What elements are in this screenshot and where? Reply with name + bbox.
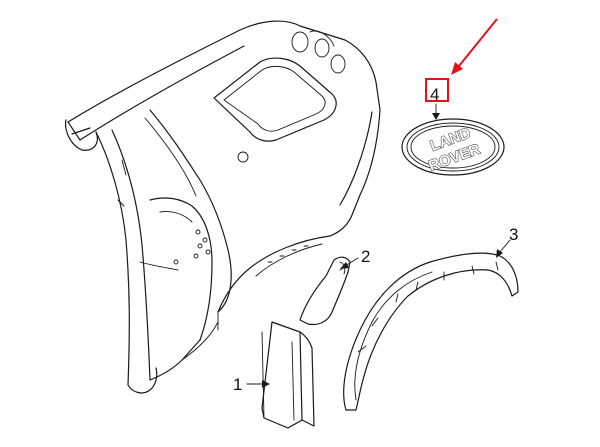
callout-4: 4 (430, 85, 440, 120)
callout-label-1: 1 (233, 375, 242, 394)
part-4-land-rover-badge: LAND ROVER (401, 118, 505, 176)
quarter-panel (65, 20, 381, 394)
callout-label-3: 3 (509, 225, 518, 244)
highlight-annotation (425, 18, 498, 102)
highlight-box (425, 78, 449, 102)
callout-label-2: 2 (361, 247, 370, 266)
callout-2: 2 (340, 247, 370, 269)
part-3-wheel-arch-moulding (343, 252, 519, 411)
part-1-lower-moulding (261, 321, 315, 429)
callout-3: 3 (496, 225, 518, 258)
highlight-arrow (458, 18, 498, 67)
callout-1: 1 (233, 375, 270, 394)
callout-label-4: 4 (430, 85, 439, 104)
highlight-arrow-head (451, 62, 463, 75)
